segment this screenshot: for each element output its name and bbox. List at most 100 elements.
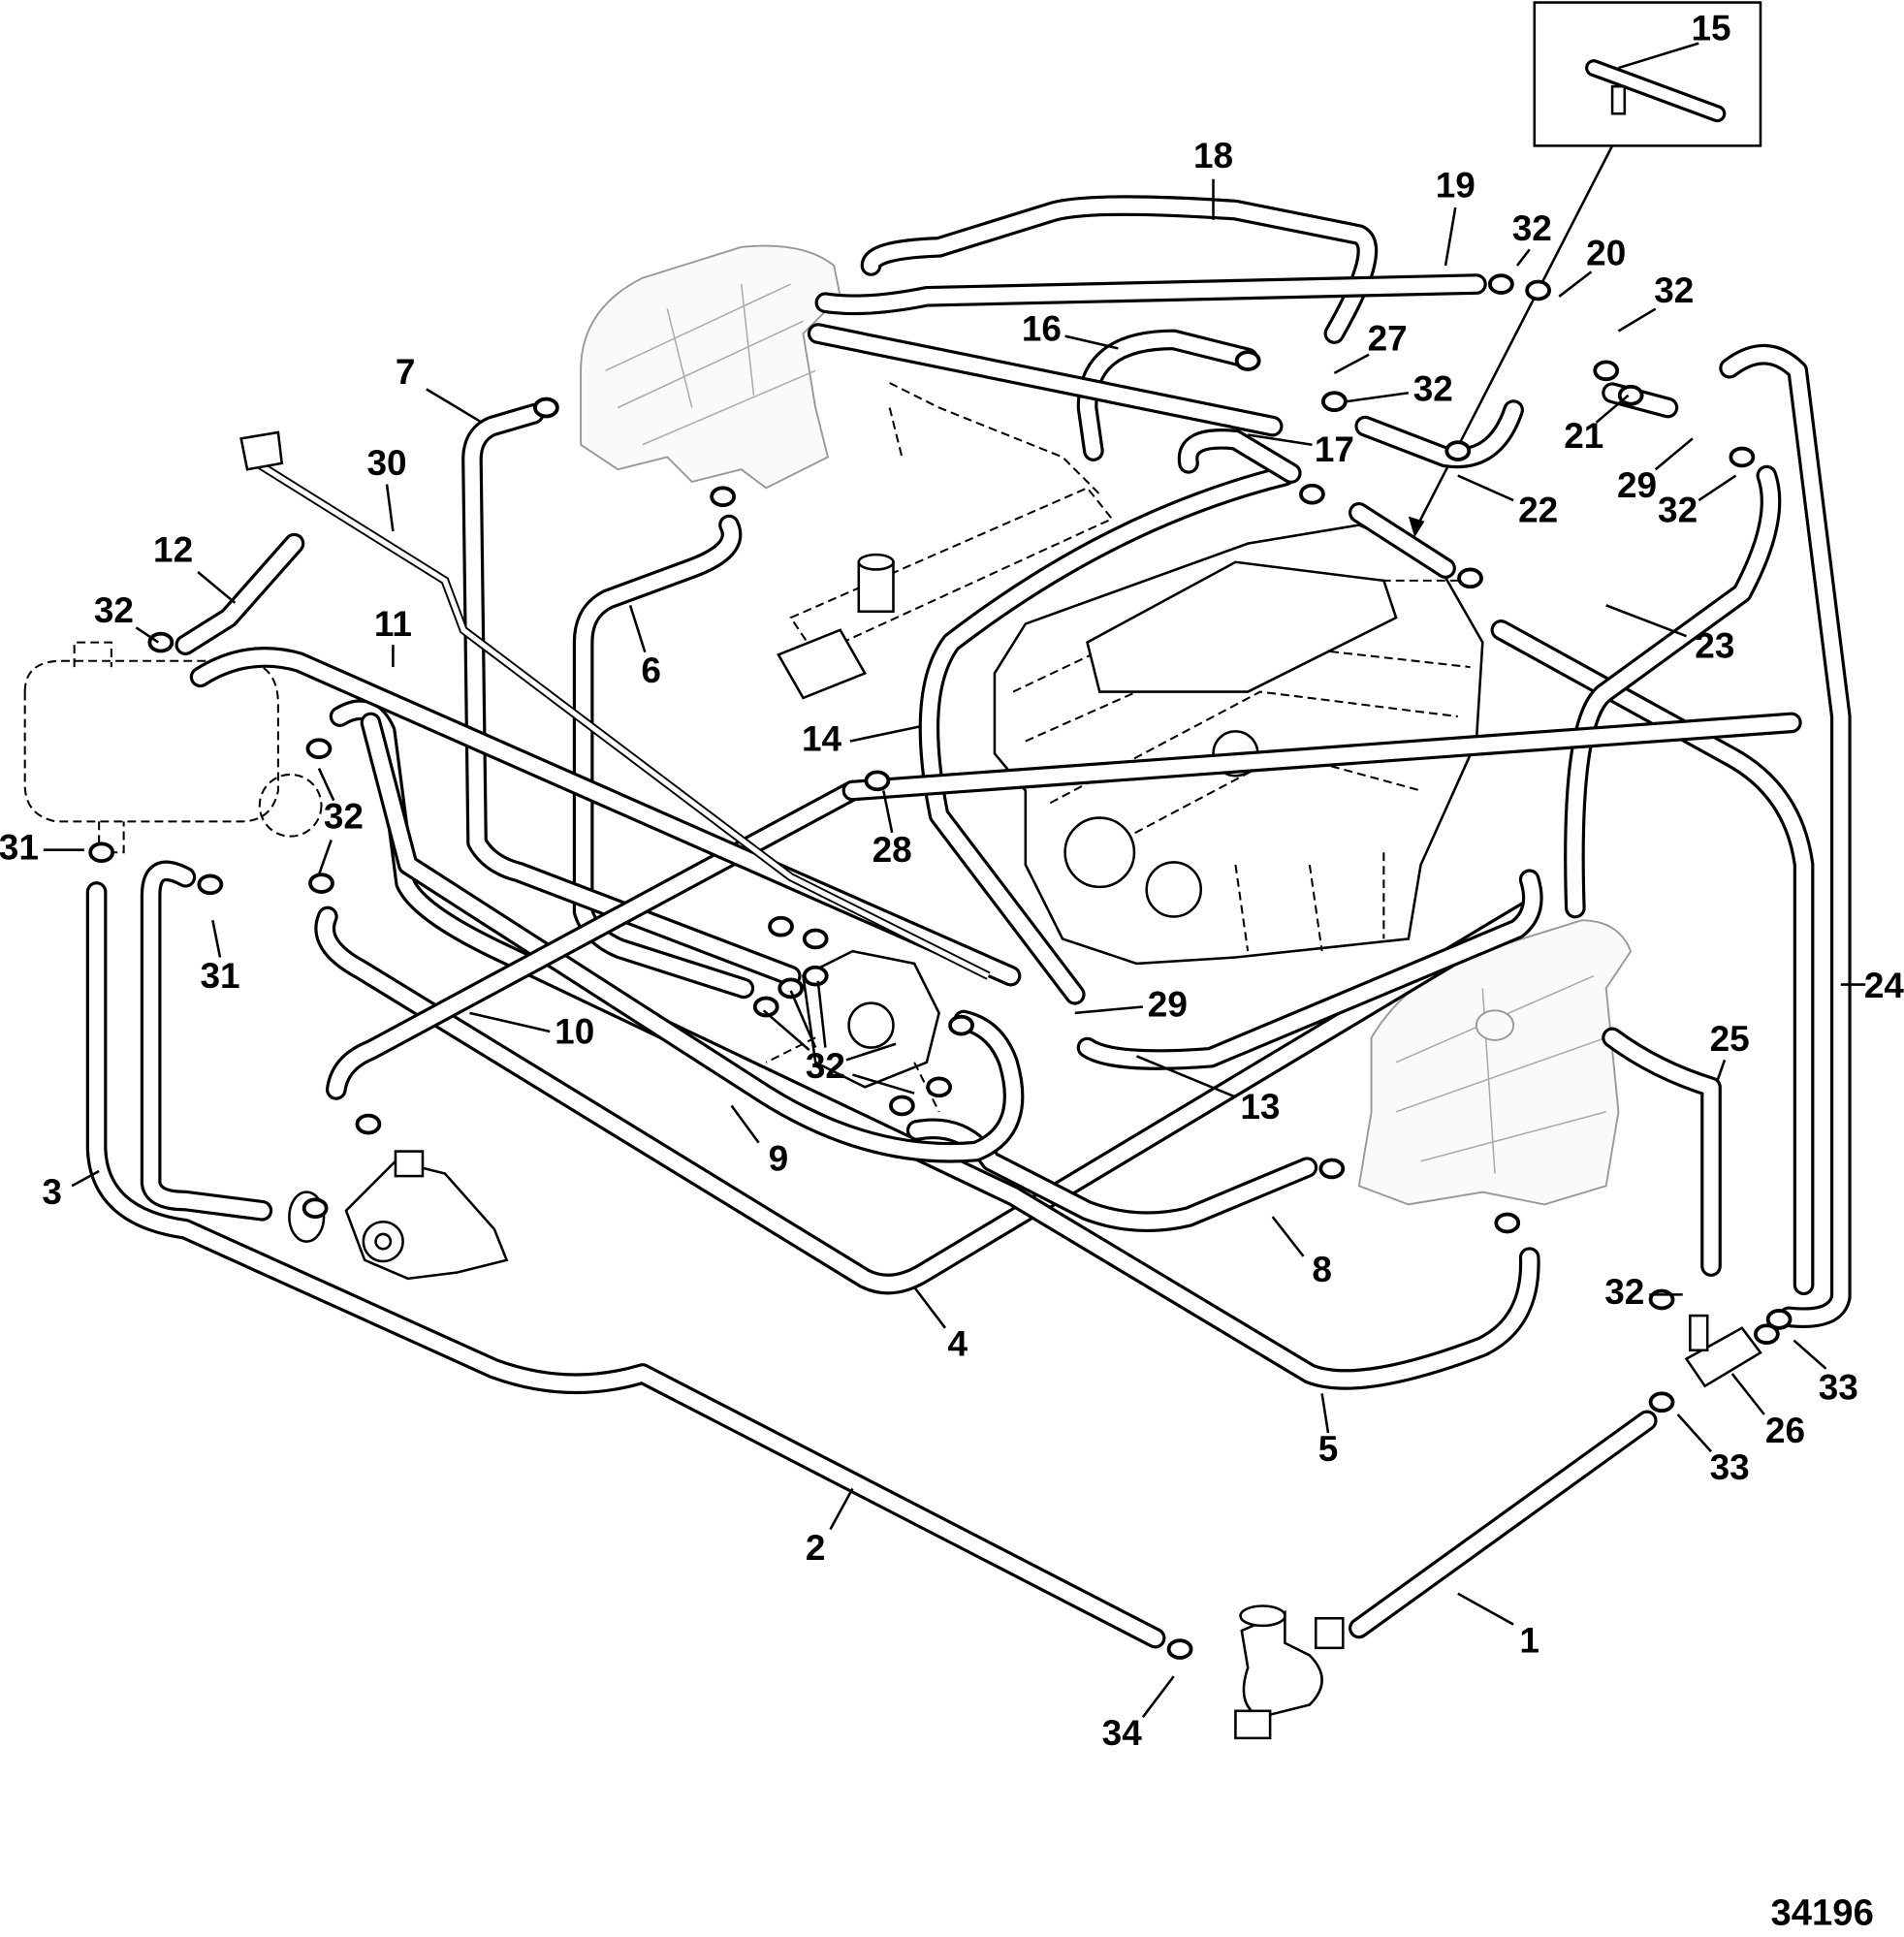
callout-number: 21	[1564, 416, 1603, 456]
exhaust-manifold-right	[1357, 919, 1633, 1206]
callout: 4	[913, 1286, 968, 1364]
callout: 6	[628, 604, 661, 690]
leader-line	[1595, 394, 1630, 424]
callout-number: 32	[1604, 1272, 1644, 1312]
cooler-assembly	[777, 382, 1114, 700]
leader-line	[1558, 270, 1593, 298]
callout: 15	[1618, 9, 1731, 70]
hose-25	[1602, 1027, 1722, 1277]
callout: 20	[1558, 234, 1626, 298]
callout: 26	[1730, 1373, 1805, 1450]
callout-number: 14	[802, 718, 842, 758]
leader-line	[845, 1042, 897, 1062]
hose-clamp-icon	[533, 397, 559, 419]
leader-line	[829, 1487, 854, 1531]
callout-number: 19	[1436, 165, 1476, 205]
leader-line	[1444, 206, 1457, 267]
leader-line	[852, 1073, 915, 1095]
callout-number: 1	[1519, 1620, 1539, 1660]
callout-number: 32	[1413, 369, 1453, 409]
hose-clamp-icon	[147, 631, 175, 653]
callout-number: 26	[1765, 1411, 1805, 1450]
leader-line	[135, 626, 160, 644]
hose-14	[918, 464, 1296, 1005]
hose-clamp-icon	[301, 1197, 329, 1220]
callout-number: 18	[1193, 136, 1233, 175]
hose-19	[814, 273, 1487, 316]
hose-clamp-icon	[355, 1113, 382, 1135]
hose-clamps	[88, 273, 1793, 1660]
hose-clamp-icon	[1299, 483, 1325, 505]
hose-clamp-icon	[1525, 279, 1552, 302]
leader-line	[1320, 1393, 1330, 1434]
callout: 8	[1271, 1216, 1332, 1289]
callout-number: 30	[366, 443, 406, 483]
callout: 28	[873, 790, 912, 870]
hose-clamp-icon	[802, 928, 829, 950]
callout: 5	[1318, 1393, 1338, 1469]
hose-1	[1349, 1410, 1658, 1639]
hose-23b	[1564, 464, 1782, 919]
hose-8	[905, 1118, 1318, 1233]
leader-line	[1457, 1592, 1514, 1626]
leader-line	[1247, 433, 1313, 446]
leader-line	[1333, 353, 1370, 374]
leader-line	[1654, 437, 1694, 471]
callout: 18	[1193, 136, 1233, 220]
hose-clamp-icon	[308, 873, 334, 894]
hose-clamp-icon	[864, 770, 891, 792]
leader-line	[1271, 1216, 1305, 1257]
callout: 32	[1658, 474, 1737, 530]
callout: 25	[1710, 1019, 1750, 1082]
callout: 9	[730, 1104, 789, 1179]
fitting-26	[1684, 1314, 1762, 1388]
hose-clamp-icon	[926, 1076, 952, 1098]
callout-number: 20	[1586, 234, 1626, 273]
hose-clamp-icon	[1320, 391, 1348, 412]
leader-line	[211, 920, 222, 958]
callout: 23	[1605, 604, 1734, 666]
callout: 12	[153, 529, 237, 604]
callout-number: 23	[1695, 626, 1734, 666]
leader-line	[730, 1104, 760, 1144]
callout-number: 33	[1819, 1367, 1858, 1407]
hose-clamp-icon	[777, 977, 805, 1000]
hose-13	[1076, 869, 1543, 1070]
hose-clamp-icon	[88, 841, 115, 864]
callout: 14	[802, 718, 921, 758]
callout-number: 34	[1102, 1713, 1143, 1753]
callout-number: 9	[769, 1139, 789, 1179]
callout: 17	[1247, 429, 1354, 469]
callout-number: 8	[1312, 1250, 1332, 1289]
hose-23	[1490, 619, 1815, 1296]
callout: 32	[1512, 208, 1552, 267]
hose-clamp-icon	[752, 996, 779, 1018]
hose-clamp-icon	[1234, 350, 1261, 371]
callout-number: 13	[1240, 1087, 1280, 1127]
callout-number: 10	[555, 1011, 594, 1051]
hose-clamp-icon	[1166, 1638, 1193, 1660]
callout-number: 15	[1691, 9, 1730, 48]
leader-line	[1064, 334, 1119, 350]
leader-line	[913, 1286, 947, 1329]
callout: 32	[762, 980, 915, 1095]
callout-number: 16	[1022, 308, 1062, 348]
callout-number: 33	[1710, 1447, 1750, 1487]
hose-3	[140, 860, 273, 1222]
figure-id: 34196	[1771, 1891, 1874, 1933]
leader-line	[1074, 1005, 1143, 1015]
hose-clamp-icon	[305, 738, 333, 760]
hose-clamp-icon	[1753, 1323, 1780, 1346]
seawater-pump	[288, 1150, 509, 1281]
callout: 32	[317, 768, 364, 875]
leader-line	[789, 990, 817, 1049]
callout-number: 28	[873, 830, 912, 870]
leader-line	[197, 570, 237, 604]
callout-number: 12	[153, 529, 193, 569]
callout: 33	[1676, 1413, 1750, 1487]
leader-line	[385, 484, 395, 532]
hose-24	[1719, 343, 1852, 1328]
hose-18	[860, 195, 1379, 344]
callout-number: 31	[200, 956, 239, 996]
